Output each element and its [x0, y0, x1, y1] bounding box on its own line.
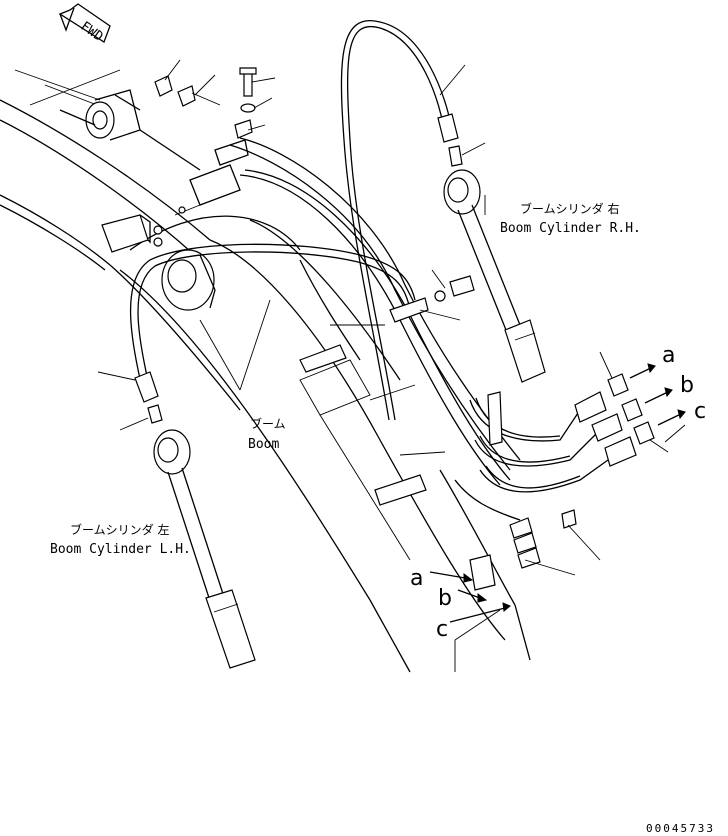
top-fittings	[154, 67, 257, 139]
port-label-lower-a: a	[410, 566, 423, 591]
hose-rh-cylinder	[340, 20, 486, 421]
boom-cylinder-rh-en: Boom Cylinder R.H.	[500, 221, 641, 236]
port-label-right-c: c	[694, 399, 706, 424]
boom-cylinder-lh-jp: ブームシリンダ 左	[70, 522, 169, 537]
label-boom: ブーム Boom	[248, 416, 286, 452]
boom-body	[0, 69, 531, 673]
label-boom-cylinder-rh: ブームシリンダ 右 Boom Cylinder R.H.	[500, 201, 641, 236]
label-boom-cylinder-lh: ブームシリンダ 左 Boom Cylinder L.H.	[50, 522, 191, 557]
hose-clamp-bracket	[174, 139, 249, 216]
boom-en: Boom	[248, 437, 279, 452]
boom-cylinder-rh	[443, 169, 546, 383]
fwd-arrow-marker: FWD	[58, 3, 111, 45]
port-arrows-right: a b c	[629, 343, 706, 426]
hose-ports-right	[469, 391, 637, 493]
boom-jp: ブーム	[250, 416, 286, 431]
hose-lh-cylinder	[97, 243, 416, 431]
boom-cylinder-rh-jp: ブームシリンダ 右	[520, 201, 619, 216]
boom-cylinder-lh	[153, 429, 256, 669]
port-label-right-b: b	[680, 373, 694, 398]
port-arrows-lower: a b c	[410, 566, 511, 642]
port-label-lower-c: c	[436, 617, 448, 642]
sensor-block	[101, 214, 163, 253]
port-label-lower-b: b	[438, 586, 452, 611]
boom-foot-pin	[59, 89, 201, 171]
drawing-number: 00045733	[646, 822, 715, 835]
port-fittings-lower	[454, 479, 601, 591]
hose-clamps	[299, 269, 475, 506]
port-fittings-right	[599, 351, 686, 453]
leader-lines-top	[164, 59, 276, 131]
boom-cylinder-lh-en: Boom Cylinder L.H.	[50, 542, 191, 557]
boom-center-boss	[161, 249, 216, 311]
port-label-right-a: a	[662, 343, 675, 368]
